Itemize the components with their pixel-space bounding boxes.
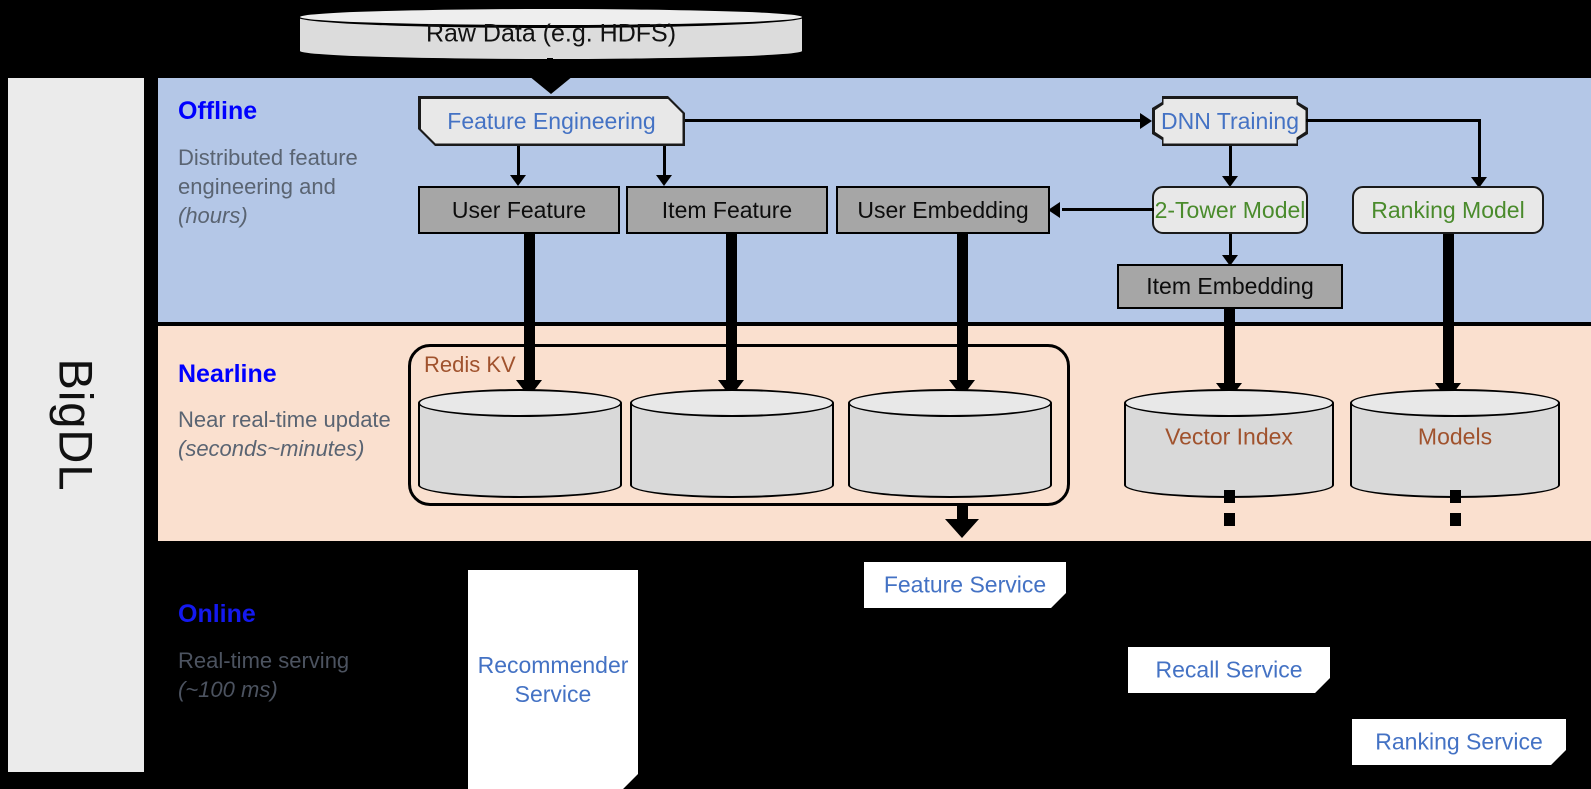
- vector-index-store[interactable]: Vector Index: [1124, 389, 1334, 498]
- ranking-model-box[interactable]: Ranking Model: [1352, 186, 1544, 234]
- kv-store-user-feature[interactable]: [418, 389, 622, 498]
- arrowhead-twotower-userembedding: [1048, 202, 1060, 218]
- redis-kv-container[interactable]: [408, 344, 1070, 506]
- offline-subtitle: Distributed feature engineering and (hou…: [178, 143, 393, 230]
- two-tower-model-label: 2-Tower Model: [1154, 196, 1306, 223]
- raw-data-label: Raw Data (e.g. HDFS): [425, 19, 677, 48]
- connector-fe-dnn: [685, 119, 1148, 122]
- arrowhead-fe-itemfeature: [656, 175, 672, 186]
- connector-dnn-ranking-h: [1306, 119, 1481, 122]
- kv-store-top: [418, 389, 622, 417]
- user-feature-label: User Feature: [451, 196, 587, 223]
- feature-service-label: Feature Service: [883, 571, 1047, 598]
- dnn-training-label: DNN Training: [1155, 99, 1306, 144]
- user-embedding-label: User Embedding: [857, 196, 1029, 223]
- feature-engineering-box[interactable]: Feature Engineering: [418, 96, 685, 146]
- connector-twotower-itememb: [1229, 234, 1232, 260]
- kv-store-user-embedding[interactable]: [848, 389, 1052, 498]
- dnn-training-box[interactable]: DNN Training: [1152, 96, 1308, 146]
- arrowhead-dnn-ranking: [1471, 177, 1487, 188]
- bigdl-label: BigDL: [49, 358, 103, 492]
- connector-fe-userfeature: [517, 146, 520, 178]
- connector-vectorindex-recall-a: [1224, 490, 1235, 503]
- arrowhead-dnn-twotower: [1222, 176, 1238, 187]
- connector-itemfeature-store: [726, 234, 737, 384]
- connector-fe-itemfeature: [663, 146, 666, 178]
- feature-engineering-label: Feature Engineering: [421, 99, 683, 144]
- connector-redis-featureservice: [957, 506, 968, 519]
- online-subtitle-em: (~100 ms): [178, 677, 278, 702]
- feature-service-card[interactable]: Feature Service: [864, 562, 1066, 608]
- recall-service-card[interactable]: Recall Service: [1128, 647, 1330, 693]
- ranking-model-label: Ranking Model: [1371, 196, 1525, 223]
- vector-index-label: Vector Index: [1165, 423, 1293, 450]
- item-embedding-label: Item Embedding: [1146, 273, 1314, 299]
- connector-models-ranking-a: [1450, 490, 1461, 503]
- raw-data-store[interactable]: Raw Data (e.g. HDFS): [297, 6, 805, 62]
- item-embedding-box[interactable]: Item Embedding: [1117, 264, 1343, 309]
- bigdl-rail: BigDL: [8, 78, 144, 772]
- arrowhead-fe-dnn: [1140, 113, 1152, 129]
- connector-models-ranking-b: [1450, 513, 1461, 526]
- online-title: Online: [178, 600, 256, 628]
- models-store[interactable]: Models: [1350, 389, 1560, 498]
- item-feature-label: Item Feature: [661, 196, 793, 223]
- raw-data-top: [297, 6, 805, 28]
- connector-dnn-ranking-v: [1478, 119, 1481, 181]
- arrowhead-redis-featureservice: [945, 519, 979, 538]
- offline-subtitle-em: (hours): [178, 203, 248, 228]
- connector-twotower-userembedding: [1062, 208, 1154, 211]
- recommender-service-card[interactable]: Recommender Service: [468, 570, 638, 789]
- user-embedding-box[interactable]: User Embedding: [836, 186, 1050, 234]
- kv-store-item-feature[interactable]: [630, 389, 834, 498]
- kv-store-top: [630, 389, 834, 417]
- connector-userfeature-store: [524, 234, 535, 384]
- ranking-service-card[interactable]: Ranking Service: [1352, 719, 1566, 765]
- nearline-subtitle-text: Near real-time update: [178, 407, 391, 432]
- connector-dnn-twotower: [1229, 146, 1232, 179]
- vector-index-top: [1124, 389, 1334, 417]
- connector-itememb-vectorindex: [1224, 309, 1235, 387]
- recall-service-label: Recall Service: [1155, 656, 1303, 683]
- models-label: Models: [1417, 423, 1493, 450]
- offline-subtitle-text: Distributed feature engineering and: [178, 145, 358, 199]
- arrowhead-rawdata-fe: [529, 76, 573, 94]
- nearline-subtitle-em: (seconds~minutes): [178, 436, 365, 461]
- item-feature-box[interactable]: Item Feature: [626, 186, 828, 234]
- connector-rawdata-fe: [547, 58, 553, 80]
- ranking-service-label: Ranking Service: [1375, 728, 1543, 755]
- connector-vectorindex-recall-b: [1224, 513, 1235, 526]
- connector-userembedding-store: [957, 234, 968, 384]
- redis-kv-label: Redis KV: [424, 352, 516, 377]
- models-top: [1350, 389, 1560, 417]
- recommender-service-label: Recommender Service: [477, 651, 629, 707]
- nearline-title: Nearline: [178, 360, 277, 388]
- arrowhead-fe-userfeature: [510, 175, 526, 186]
- online-subtitle-text: Real-time serving: [178, 648, 350, 673]
- offline-title: Offline: [178, 97, 258, 125]
- arrowhead-twotower-itememb: [1222, 255, 1238, 266]
- online-subtitle: Real-time serving (~100 ms): [178, 646, 393, 704]
- connector-rankingmodel-models: [1443, 234, 1454, 387]
- kv-store-top: [848, 389, 1052, 417]
- user-feature-box[interactable]: User Feature: [418, 186, 620, 234]
- two-tower-model-box[interactable]: 2-Tower Model: [1152, 186, 1308, 234]
- nearline-subtitle: Near real-time update (seconds~minutes): [178, 405, 393, 463]
